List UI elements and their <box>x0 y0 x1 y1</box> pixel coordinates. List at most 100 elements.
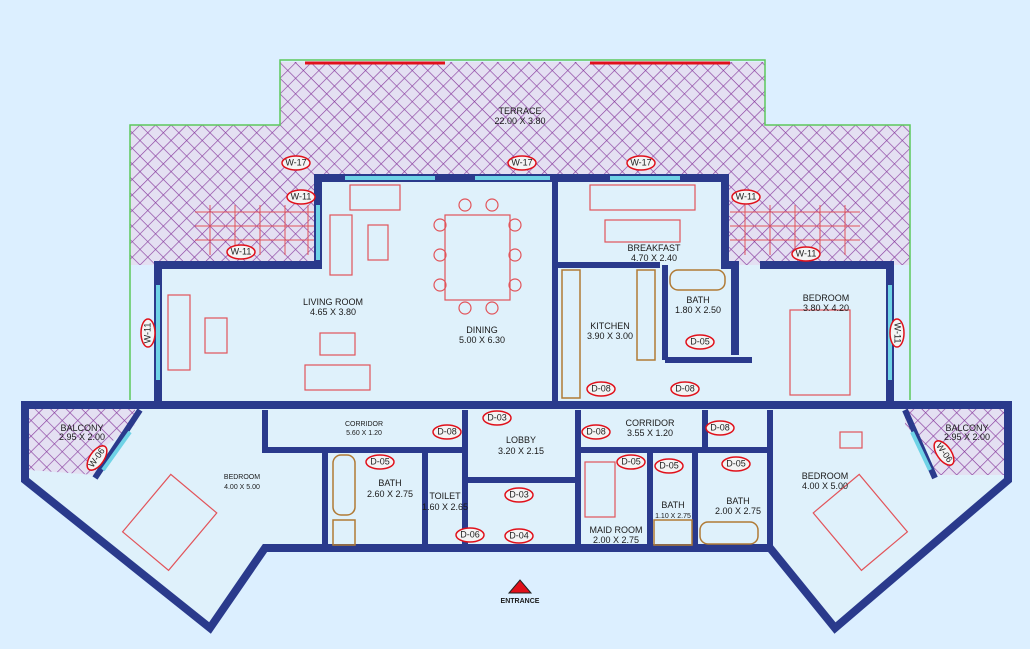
tag-w11: W-11 <box>286 189 316 205</box>
tag-d04: D-04 <box>504 528 534 544</box>
svg-text:W-11: W-11 <box>796 248 817 258</box>
entrance-marker[interactable]: ENTRANCE <box>501 579 540 605</box>
terrace-size: 22.00 X 3.80 <box>494 116 545 126</box>
kitchen-counter <box>561 269 581 399</box>
svg-text:W-17: W-17 <box>511 157 532 167</box>
bath-right-size: 2.00 X 2.75 <box>715 506 761 516</box>
bedroom-right-name: BEDROOM <box>802 471 849 481</box>
bathtub <box>669 269 726 291</box>
toilet-size: 1.60 X 2.65 <box>422 502 468 512</box>
bath-upper-name: BATH <box>686 295 709 305</box>
tag-d08: D-08 <box>586 381 616 397</box>
tag-w06: W-06 <box>86 445 108 471</box>
sofa <box>167 294 191 371</box>
svg-text:D-08: D-08 <box>586 426 606 436</box>
dining-name: DINING <box>466 325 498 335</box>
bedroom-right-size: 4.00 X 5.00 <box>802 481 848 491</box>
tag-d06: D-06 <box>455 527 485 543</box>
balcony-right-name: BALCONY <box>945 423 988 433</box>
kitchen-size: 3.90 X 3.00 <box>587 331 633 341</box>
svg-text:D-03: D-03 <box>487 412 507 422</box>
bed <box>121 473 218 572</box>
bed <box>789 309 851 396</box>
tag-d05: D-05 <box>685 334 715 350</box>
breakfast-table <box>604 219 681 243</box>
terrace-name: TERRACE <box>498 106 541 116</box>
svg-text:D-08: D-08 <box>710 422 730 432</box>
balcony-left-size: 2.95 X 2.00 <box>59 432 105 442</box>
tag-d05: D-05 <box>654 458 684 474</box>
svg-text:W-17: W-17 <box>285 157 306 167</box>
svg-text:D-06: D-06 <box>460 529 480 539</box>
breakfast-size: 4.70 X 2.40 <box>631 253 677 263</box>
bath-upper-size: 1.80 X 2.50 <box>675 305 721 315</box>
svg-text:D-05: D-05 <box>370 456 390 466</box>
balcony-left-name: BALCONY <box>60 423 103 433</box>
bath-left-size: 2.60 X 2.75 <box>367 489 413 499</box>
svg-text:W-11: W-11 <box>291 191 312 201</box>
tag-w17: W-17 <box>626 155 656 171</box>
tag-d08: D-08 <box>432 424 462 440</box>
svg-text:W-17: W-17 <box>630 157 651 167</box>
lobby-size: 3.20 X 2.15 <box>498 446 544 456</box>
pergola-left <box>195 205 318 255</box>
tag-w17: W-17 <box>281 155 311 171</box>
maid-bed <box>584 461 616 518</box>
balcony-right-size: 2.95 X 2.00 <box>944 432 990 442</box>
tag-d05: D-05 <box>365 454 395 470</box>
corridor-right-size: 3.55 X 1.20 <box>627 428 673 438</box>
bathtub <box>332 454 356 516</box>
shower <box>332 519 356 546</box>
kitchen-counter <box>636 269 656 361</box>
tag-w11: W-11 <box>791 246 821 262</box>
coffee-table <box>204 317 228 354</box>
pergola-right <box>730 205 860 255</box>
svg-text:D-05: D-05 <box>659 460 679 470</box>
balcony-left <box>29 409 135 475</box>
svg-text:D-08: D-08 <box>591 383 611 393</box>
room-labels: TERRACE 22.00 X 3.80 LIVING ROOM 4.65 X … <box>59 106 990 545</box>
tag-d03: D-03 <box>482 410 512 426</box>
svg-text:D-04: D-04 <box>509 530 529 540</box>
terrace-boundary <box>129 59 911 400</box>
tag-w11: W-11 <box>731 189 761 205</box>
svg-text:D-08: D-08 <box>675 383 695 393</box>
shower <box>653 519 693 546</box>
bedroom-left-name: BEDROOM <box>224 474 260 481</box>
bath-right-name: BATH <box>726 496 749 506</box>
bedroom-upper-name: BEDROOM <box>803 293 850 303</box>
coffee-table <box>367 224 389 261</box>
bath-small-size: 1.10 X 2.75 <box>655 513 691 520</box>
svg-text:W-11: W-11 <box>736 191 757 201</box>
table <box>839 431 863 449</box>
tag-d05: D-05 <box>721 456 751 472</box>
maid-size: 2.00 X 2.75 <box>593 535 639 545</box>
windows <box>101 176 932 472</box>
tag-w11: W-11 <box>889 318 905 348</box>
bath-left-name: BATH <box>378 478 401 488</box>
tag-w17: W-17 <box>507 155 537 171</box>
entrance-label: ENTRANCE <box>501 598 540 605</box>
sofa <box>304 364 371 391</box>
lobby-name: LOBBY <box>506 435 536 445</box>
bath-small-name: BATH <box>661 500 684 510</box>
tag-w11: W-11 <box>226 244 256 260</box>
breakfast-name: BREAKFAST <box>627 243 681 253</box>
bathtub <box>699 521 759 545</box>
svg-text:D-05: D-05 <box>621 456 641 466</box>
toilet-name: TOILET <box>429 491 461 501</box>
tag-d08: D-08 <box>670 381 700 397</box>
kitchen-bedroom-area <box>555 178 890 404</box>
svg-text:D-08: D-08 <box>437 426 457 436</box>
svg-text:W-11: W-11 <box>231 246 252 256</box>
bedroom-upper-size: 3.80 X 4.20 <box>803 303 849 313</box>
balcony-right <box>905 409 1004 475</box>
tag-w11: W-11 <box>140 318 156 348</box>
bedroom-left-size: 4.00 X 5.00 <box>224 484 260 491</box>
svg-text:D-05: D-05 <box>726 458 746 468</box>
svg-text:W-11: W-11 <box>893 323 903 344</box>
entrance-arrow-icon <box>507 579 533 594</box>
living-dining-area <box>158 178 555 404</box>
corridor-left-name: CORRIDOR <box>345 421 383 428</box>
